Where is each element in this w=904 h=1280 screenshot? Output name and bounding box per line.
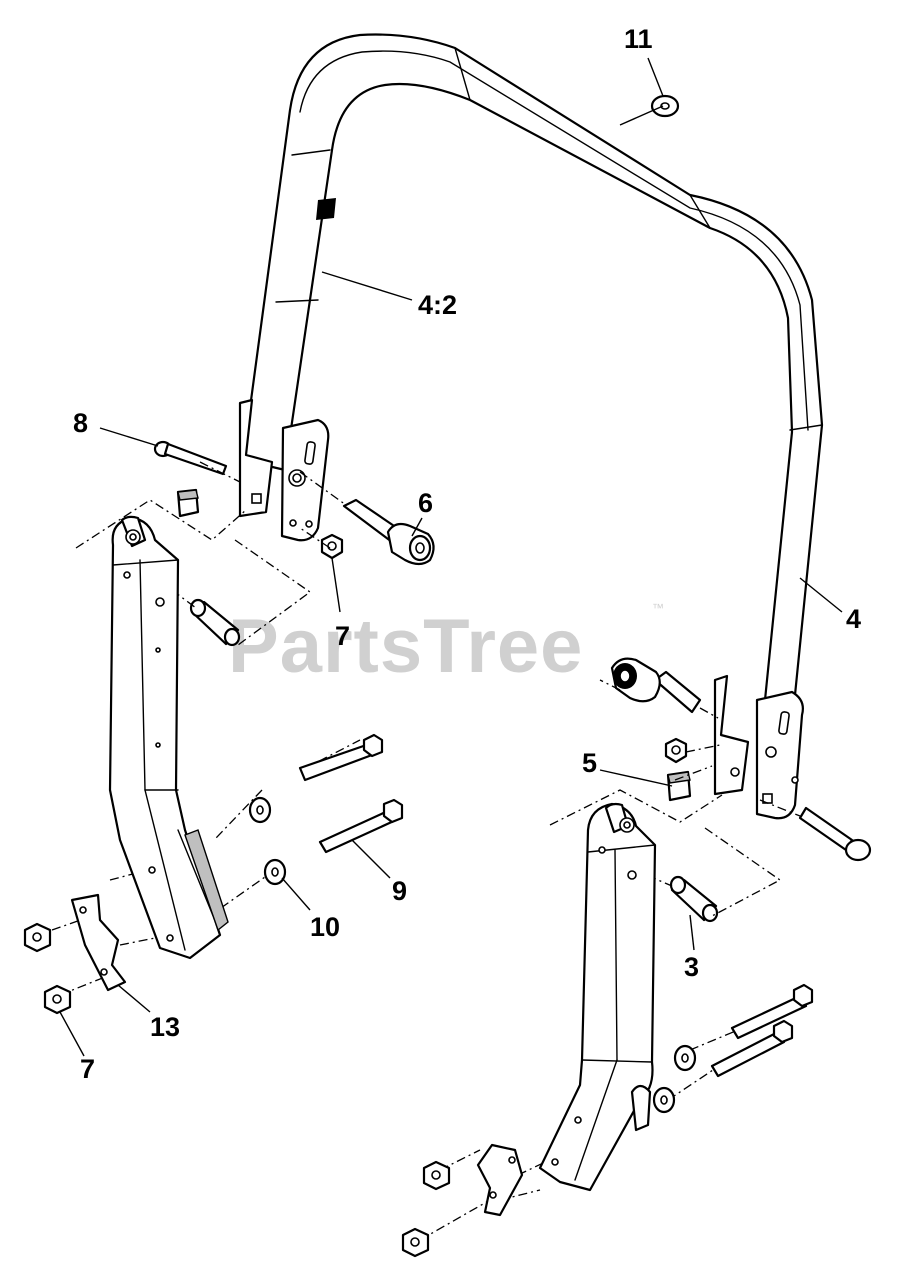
callout-4: 4 [846, 604, 861, 634]
locking-pin-part-6-left [342, 498, 435, 566]
washer-part-10-right-upper [673, 1044, 697, 1072]
watermark-text: PartsTree [228, 604, 583, 689]
carriage-bolt-right [798, 806, 872, 862]
callout-7-upper: 7 [335, 621, 350, 651]
bolt-part-8 [153, 440, 228, 476]
callout-6: 6 [418, 488, 433, 518]
watermark: PartsTree ™ [228, 601, 664, 689]
lower-leg-left [108, 515, 229, 960]
washer-part-11 [650, 94, 680, 118]
locking-pin-part-6-right [610, 657, 702, 714]
bolt-part-9-left-upper [298, 733, 384, 782]
callout-labels: 11 4:2 8 6 7 4 5 9 10 3 13 7 [73, 24, 861, 1084]
flange-nut-part-7-lower-right-upper [422, 1160, 451, 1191]
upper-roll-bar-hoop [238, 33, 824, 820]
callout-9: 9 [392, 876, 407, 906]
bolt-part-9-left-lower [318, 798, 404, 854]
plate-part-13-left [70, 893, 127, 992]
leader-lines [59, 57, 843, 1057]
bolt-part-9-right-upper [730, 983, 814, 1040]
callout-5: 5 [582, 748, 597, 778]
callout-13: 13 [150, 1012, 180, 1042]
flange-nut-part-7-upper-right [664, 737, 688, 764]
flange-nut-part-7-upper-left [320, 533, 344, 560]
flange-nut-part-7-lower-right-lower [401, 1227, 430, 1258]
spacer-part-3-right [669, 875, 719, 923]
washer-part-10-right-lower [652, 1086, 676, 1114]
callout-8: 8 [73, 408, 88, 438]
lower-leg-right [538, 802, 657, 1192]
callout-4-2: 4:2 [418, 290, 457, 320]
bolt-part-9-right-lower [710, 1019, 794, 1078]
watermark-trademark: ™ [652, 601, 664, 615]
flange-nut-part-7-lower-left-upper [23, 922, 52, 953]
callout-10: 10 [310, 912, 340, 942]
washer-part-10-left-upper [248, 796, 272, 824]
callout-11: 11 [624, 24, 653, 54]
knob-part-5-left [176, 488, 200, 518]
knob-part-5-right [666, 770, 692, 802]
callout-7-lower: 7 [80, 1054, 95, 1084]
washer-part-10-left-lower [263, 858, 287, 886]
flange-nut-part-7-lower-left-lower [43, 984, 72, 1015]
callout-3: 3 [684, 952, 699, 982]
plate-part-13-right [476, 1143, 524, 1217]
spacer-part-3-left [189, 598, 241, 647]
